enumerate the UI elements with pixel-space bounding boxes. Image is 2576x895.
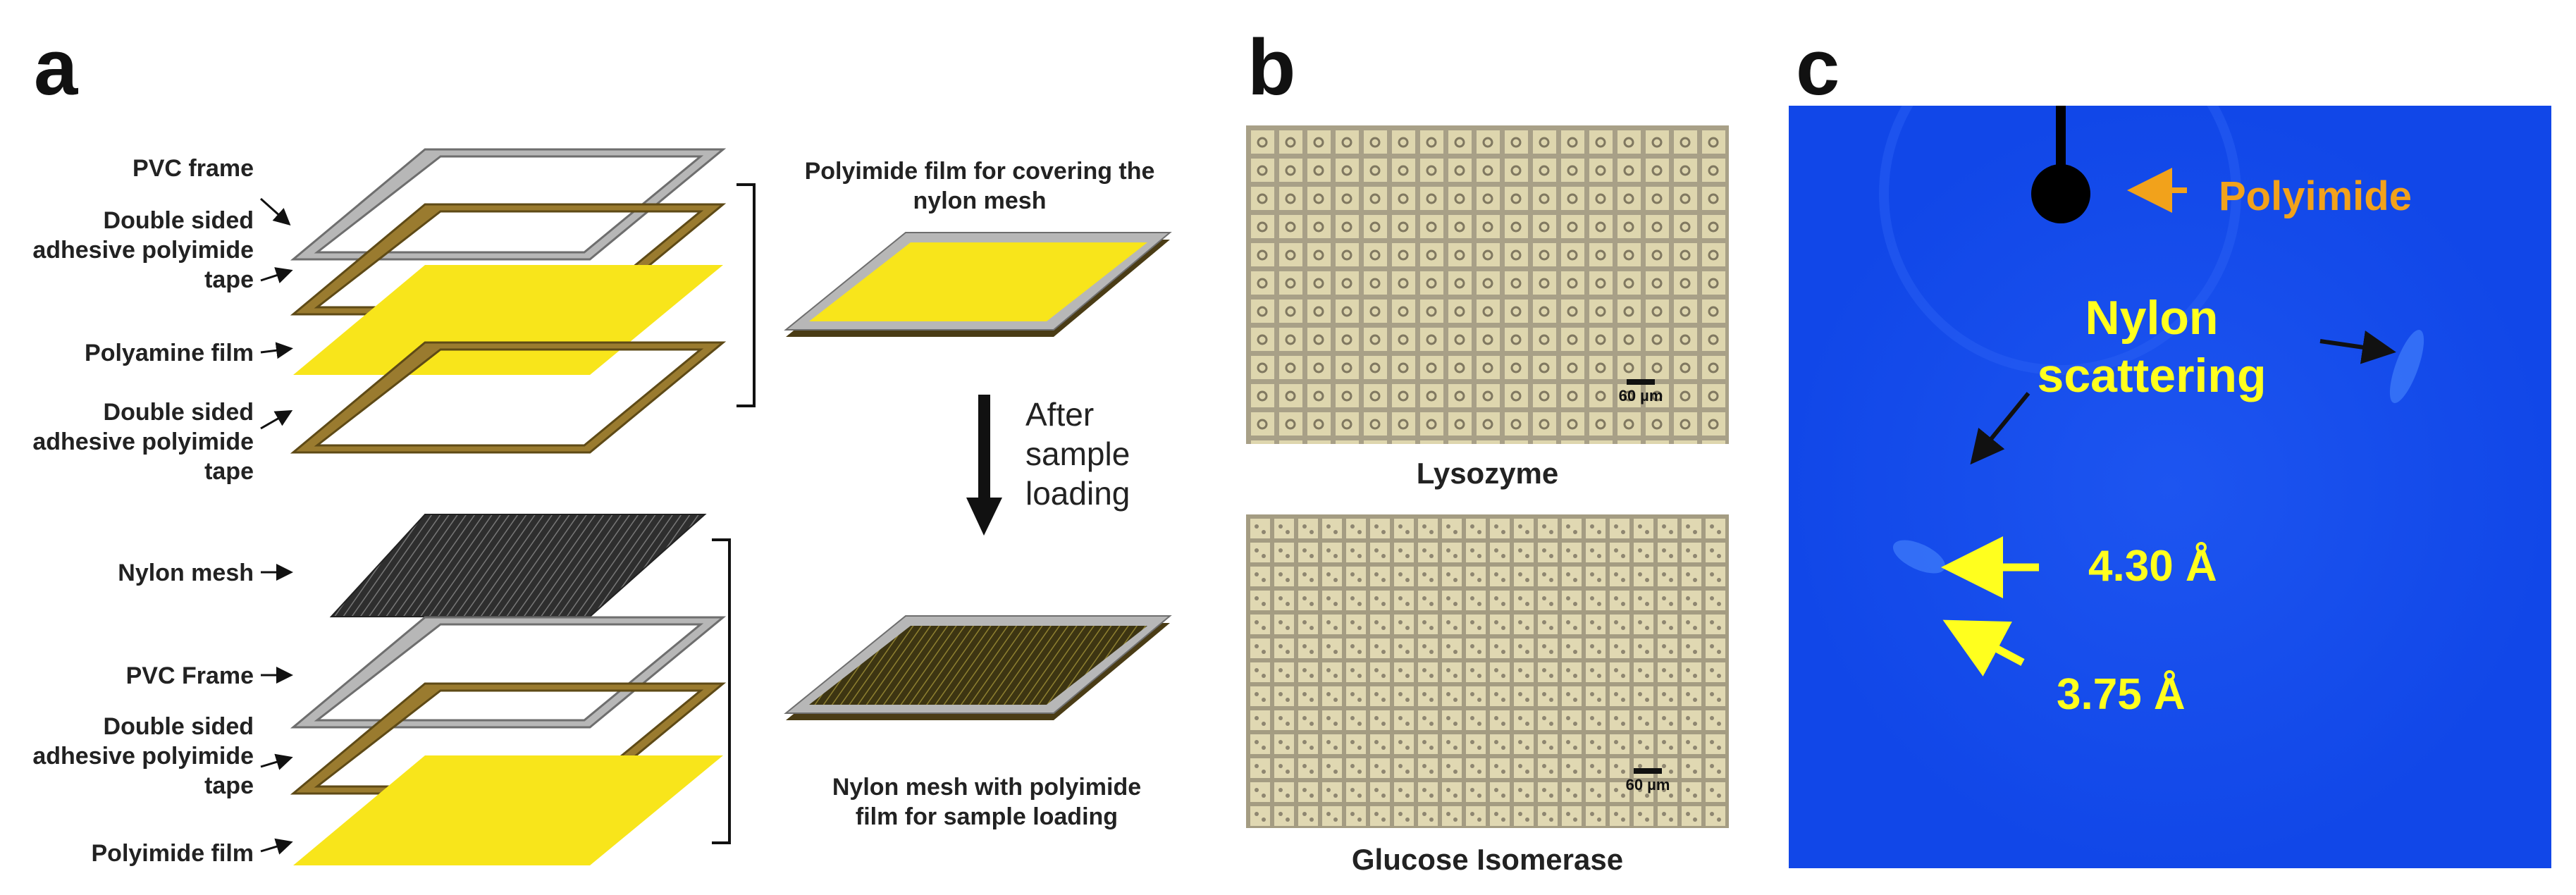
nylon-mesh-layer	[329, 514, 707, 617]
beamstop	[2031, 164, 2090, 223]
panel-letter-c: c	[1796, 23, 1840, 111]
ring-4-30-label: 4.30 Å	[2088, 542, 2217, 591]
lysozyme-micrograph: 60 µm	[1246, 125, 1729, 444]
caption-nylon-mesh-loading: Nylon mesh with polyimide film for sampl…	[832, 774, 1142, 830]
beamstop-stem	[2056, 106, 2066, 183]
bracket-bottom	[712, 538, 731, 844]
polyamine-film-layer	[293, 265, 723, 375]
diffraction-overlay	[1789, 106, 2551, 868]
label-adhesive-tape-2: Double sided adhesive polyimide tape	[32, 399, 254, 485]
nylon-scattering-label: Nylon scattering	[2037, 291, 2267, 402]
label-pvc-frame: PVC frame	[133, 155, 254, 182]
ring2-arrow	[1942, 619, 2025, 677]
polyimide-ring	[1879, 106, 2241, 375]
caption-lysozyme: Lysozyme	[1416, 457, 1559, 490]
nylon-spot-right	[2389, 330, 2424, 403]
panel-letter-b: b	[1247, 23, 1296, 111]
polyimide-film-layer	[293, 755, 723, 865]
assembled-film-top	[784, 232, 1172, 337]
glucose-isomerase-micrograph: 60 µm	[1246, 514, 1729, 828]
label-adhesive-tape-1: Double sided adhesive polyimide tape	[32, 207, 254, 293]
label-polyimide-film: Polyimide film	[91, 840, 254, 867]
down-arrow	[966, 395, 1002, 536]
caption-glucose-isomerase: Glucose Isomerase	[1351, 843, 1624, 876]
panel-letter-a: a	[34, 23, 78, 111]
scale-bar-top-label: 60 µm	[1618, 387, 1663, 405]
scale-bar-bottom-label: 60 µm	[1625, 776, 1670, 794]
assembled-mesh-bottom	[784, 615, 1172, 720]
nylon-arrow-right	[2319, 331, 2396, 364]
bracket-top	[737, 183, 756, 407]
nylon-spot-left	[1892, 540, 1946, 574]
scale-bar-bottom: 60 µm	[1613, 768, 1683, 794]
glucose-isomerase-grid	[1246, 514, 1729, 828]
nylon-arrow-left	[1970, 392, 2030, 465]
label-pvc-frame-bottom: PVC Frame	[125, 662, 254, 689]
polyimide-label: Polyimide	[2219, 173, 2412, 219]
pvc-frame-layer-bottom	[290, 616, 727, 729]
diffraction-image: Polyimide Nylon scattering 4.30 Å 3.75 Å	[1789, 106, 2551, 868]
caption-polyimide-cover: Polyimide film for covering the nylon me…	[804, 158, 1155, 214]
label-arrows	[259, 197, 293, 855]
label-nylon-mesh: Nylon mesh	[118, 560, 254, 586]
label-adhesive-tape-3: Double sided adhesive polyimide tape	[32, 713, 254, 799]
label-after-sample-loading: After sample loading	[1025, 396, 1130, 512]
label-polyamine-film: Polyamine film	[85, 340, 254, 366]
scale-bar-top: 60 µm	[1606, 379, 1676, 405]
adhesive-tape-layer-2	[290, 341, 727, 454]
ring-3-75-label: 3.75 Å	[2057, 670, 2186, 719]
lysozyme-grid	[1246, 125, 1729, 444]
pvc-frame-layer-top	[290, 148, 727, 261]
